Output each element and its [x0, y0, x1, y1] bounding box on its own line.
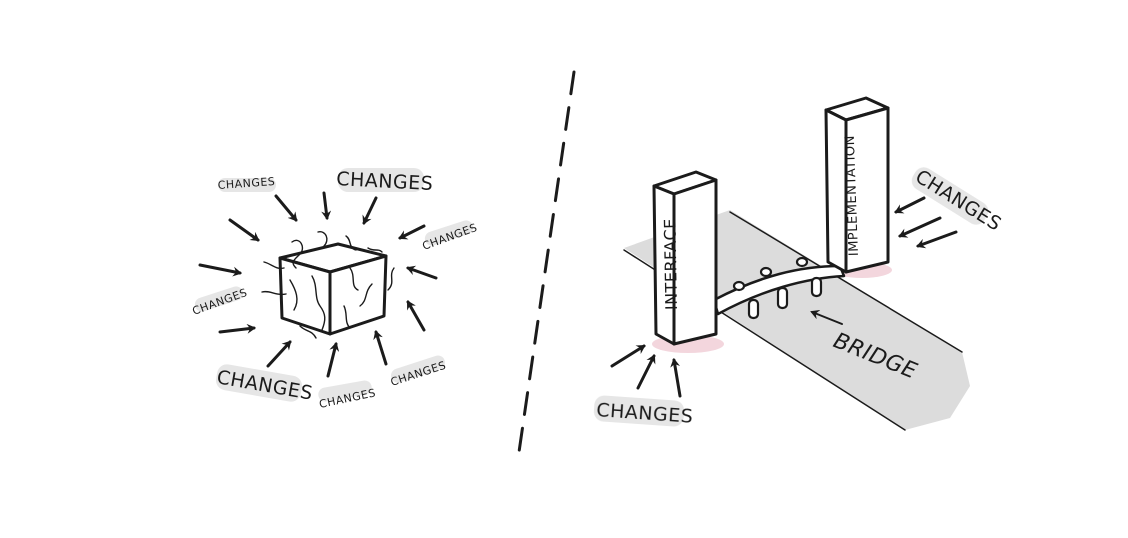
cube-squiggles	[261, 231, 395, 339]
left-arrows	[198, 191, 438, 378]
bridge-pillars	[732, 256, 823, 320]
implementation-label: IMPLEMENTATION	[843, 135, 862, 257]
left-change-label-1: CHANGES	[217, 175, 275, 192]
change-arrow	[898, 216, 942, 238]
interface-arrows	[610, 344, 682, 398]
implementation-pillar: IMPLEMENTATION	[824, 96, 890, 274]
change-arrow	[326, 342, 340, 378]
change-arrow	[406, 265, 438, 280]
change-arrow	[373, 330, 388, 366]
left-change-label-2: CHANGES	[336, 168, 434, 195]
left-scene: CHANGES CHANGES CHANGES CHANGES CHANGES …	[191, 168, 479, 411]
change-arrow	[636, 354, 656, 390]
change-arrow	[894, 196, 926, 214]
change-arrow	[198, 263, 242, 277]
tangled-cube	[261, 231, 395, 339]
change-arrow	[218, 323, 256, 334]
change-arrow	[670, 358, 682, 398]
change-arrow	[362, 196, 378, 225]
change-arrow	[398, 224, 426, 240]
right-scene: INTERFACE IMPLEMENTATION BRIDGE CHANGES …	[593, 96, 1005, 431]
interface-pillar: INTERFACE	[652, 170, 718, 346]
change-arrow	[610, 344, 646, 368]
left-change-label-4: CHANGES	[191, 286, 250, 318]
change-arrow	[321, 191, 332, 220]
bridge	[712, 256, 846, 320]
bridge-arrow	[810, 309, 843, 325]
change-arrow	[228, 218, 260, 242]
right-label-shadows	[593, 167, 989, 427]
left-label-shadows	[194, 168, 474, 402]
interface-label: INTERFACE	[660, 218, 681, 310]
implementation-arrows	[894, 196, 958, 249]
change-arrow	[274, 194, 298, 222]
change-arrow	[916, 230, 958, 249]
dashed-divider	[517, 70, 576, 454]
road-edge	[729, 211, 963, 353]
change-arrow	[406, 300, 426, 332]
change-arrow	[266, 340, 292, 368]
